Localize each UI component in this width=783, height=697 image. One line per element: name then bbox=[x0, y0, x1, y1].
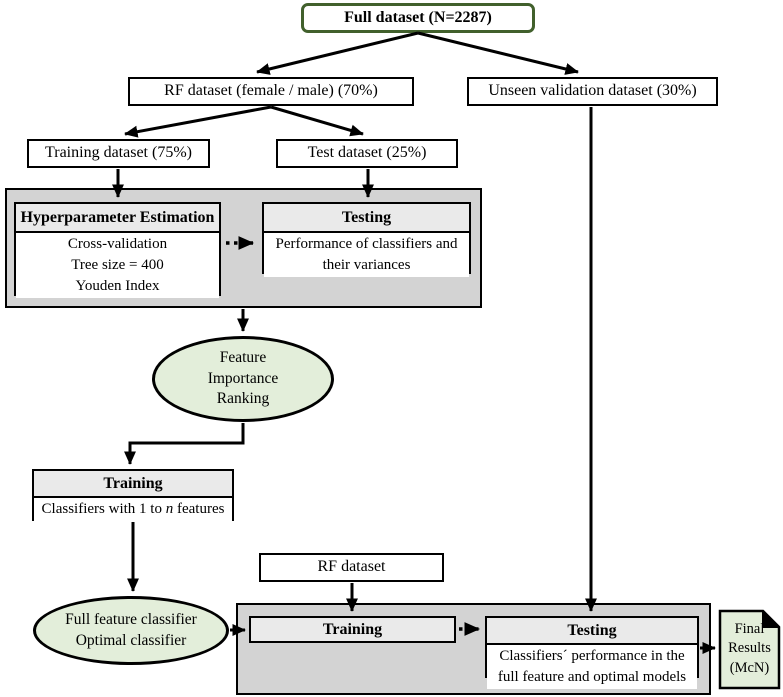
node-training-final-label: Training bbox=[322, 620, 383, 638]
training-features-body-suffix: features bbox=[173, 501, 225, 517]
node-training-dataset-label: Training dataset (75%) bbox=[45, 144, 192, 162]
feature-importance-line-1: Feature bbox=[219, 348, 267, 366]
node-test-dataset-label: Test dataset (25%) bbox=[307, 144, 427, 162]
arrow-rf-to-training-dataset bbox=[124, 105, 272, 138]
node-training-features-header: Training bbox=[34, 471, 232, 498]
node-rf-dataset: RF dataset (female / male) (70%) bbox=[128, 77, 414, 106]
final-results-line-3: (McN) bbox=[729, 659, 770, 676]
node-training-dataset: Training dataset (75%) bbox=[27, 139, 210, 168]
node-testing-final-body: Classifiers´ performance in the full fea… bbox=[487, 645, 697, 689]
arrow-full-to-rf bbox=[256, 31, 419, 75]
node-testing-cv-body: Performance of classifiers and their var… bbox=[264, 233, 469, 277]
final-results-line-1: Final bbox=[734, 620, 765, 637]
doc-outline bbox=[718, 609, 781, 690]
node-full-dataset: Full dataset (N=2287) bbox=[301, 3, 535, 33]
feature-importance-line-2: Importance bbox=[207, 369, 279, 387]
final-results-line-2: Results bbox=[728, 640, 771, 657]
arrow-full-to-unseen bbox=[417, 31, 579, 75]
feature-importance-line-3: Ranking bbox=[216, 390, 270, 408]
final-results-doc-shape bbox=[718, 609, 781, 690]
node-rf-dataset-small-label: RF dataset bbox=[317, 558, 386, 576]
node-final-results: Final Results (McN) bbox=[721, 614, 778, 684]
node-testing-cv-header: Testing bbox=[264, 204, 469, 233]
hyperparameter-line-2: Tree size = 400 bbox=[71, 257, 164, 273]
node-hyperparameter-estimation-header: Hyperparameter Estimation bbox=[16, 204, 219, 233]
node-training-features-body: Classifiers with 1 to n features bbox=[34, 498, 232, 521]
node-feature-importance: Feature Importance Ranking bbox=[152, 336, 334, 422]
node-testing-final-header: Testing bbox=[487, 618, 697, 645]
node-hyperparameter-estimation: Hyperparameter Estimation Cross-validati… bbox=[14, 202, 221, 298]
hyperparameter-line-1: Cross-validation bbox=[67, 236, 168, 252]
node-hyperparameter-estimation-body: Cross-validation Tree size = 400 Youden … bbox=[16, 233, 219, 298]
node-testing-cv: Testing Performance of classifiers and t… bbox=[262, 202, 471, 277]
node-unseen-validation: Unseen validation dataset (30%) bbox=[467, 77, 718, 106]
hyperparameter-line-3: Youden Index bbox=[75, 278, 160, 294]
training-features-body-var: n bbox=[165, 501, 174, 517]
classifiers-ellipse-line-2: Optimal classifier bbox=[75, 631, 187, 649]
training-features-body-prefix: Classifiers with 1 to bbox=[41, 501, 166, 517]
classifiers-ellipse-line-1: Full feature classifier bbox=[65, 610, 197, 628]
arrow-rf-to-test-dataset bbox=[270, 105, 364, 137]
node-classifiers-ellipse: Full feature classifier Optimal classifi… bbox=[33, 596, 229, 665]
node-unseen-validation-label: Unseen validation dataset (30%) bbox=[488, 82, 697, 100]
node-test-dataset: Test dataset (25%) bbox=[276, 139, 458, 168]
node-training-features: Training Classifiers with 1 to n feature… bbox=[32, 469, 234, 521]
node-rf-dataset-small: RF dataset bbox=[259, 553, 444, 582]
doc-folded-corner-icon bbox=[762, 611, 779, 628]
node-rf-dataset-label: RF dataset (female / male) (70%) bbox=[164, 82, 378, 100]
node-full-dataset-label: Full dataset (N=2287) bbox=[344, 8, 492, 26]
node-training-final: Training bbox=[249, 616, 456, 643]
arrow-feature-importance-to-training bbox=[124, 423, 245, 465]
node-testing-final: Testing Classifiers´ performance in the … bbox=[485, 616, 699, 689]
